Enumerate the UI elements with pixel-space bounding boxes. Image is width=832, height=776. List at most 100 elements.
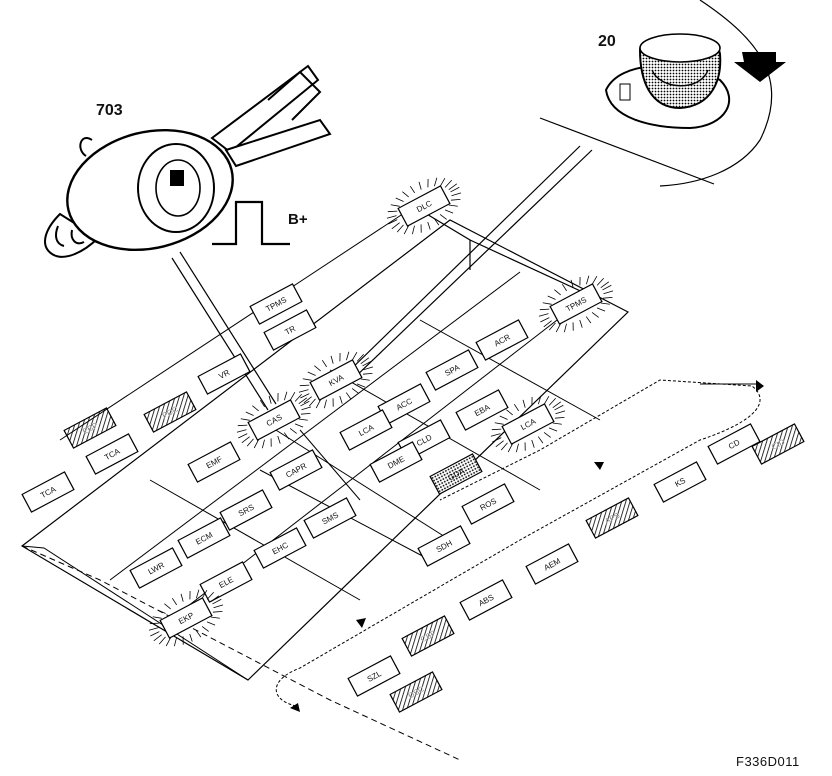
signal-ray	[245, 411, 254, 416]
signal-ray	[450, 186, 460, 193]
module-frame	[339, 409, 393, 451]
signal-ray	[524, 442, 526, 451]
signal-ray	[356, 383, 366, 388]
signal-ray	[270, 438, 272, 447]
signal-ray	[362, 360, 372, 367]
signal-ray	[294, 423, 304, 428]
signal-ray	[360, 378, 370, 381]
signal-ray	[308, 398, 316, 407]
signal-ray	[543, 320, 552, 328]
signal-ray	[284, 391, 288, 401]
signal-ray	[150, 631, 160, 637]
signal-ray	[351, 351, 358, 361]
module-frame	[417, 525, 471, 567]
module-box-tca: TCA	[85, 433, 139, 475]
module-box-tr: TR	[263, 309, 317, 351]
signal-ray	[552, 401, 562, 409]
module-box-emf: EMF	[187, 441, 241, 483]
signal-ray	[252, 405, 259, 412]
callout-703: 703	[96, 102, 123, 119]
signal-ray	[201, 626, 209, 632]
signal-ray	[206, 621, 216, 626]
signal-ray	[602, 284, 612, 291]
module-frame	[263, 309, 317, 351]
module-box-vr: VR	[197, 353, 251, 395]
signal-label: B+	[288, 211, 308, 228]
module-box-aem: AEM	[525, 543, 579, 585]
signal-ray	[402, 191, 409, 198]
module-label: KS	[673, 476, 687, 489]
module-box-dsc: DSC	[389, 671, 443, 713]
signal-ray	[201, 589, 208, 599]
signal-ray	[356, 353, 364, 362]
bus-dashed-path	[21, 545, 461, 761]
signal-ray	[277, 435, 281, 444]
module-box-afs: AFS	[585, 497, 639, 539]
signal-ray	[507, 443, 513, 453]
signal-ray	[585, 316, 592, 324]
module-frame	[707, 423, 761, 465]
module-frame	[21, 471, 75, 513]
signal-ray	[182, 636, 184, 645]
signal-ray	[600, 281, 610, 289]
signal-ray	[555, 410, 566, 415]
signal-ray	[596, 277, 604, 286]
signal-ray	[298, 418, 308, 421]
signal-ray	[554, 416, 565, 419]
module-frame	[397, 185, 451, 227]
signal-ray	[543, 395, 550, 405]
module-frame	[85, 433, 139, 475]
signal-ray	[339, 395, 343, 404]
signal-ray	[427, 221, 431, 230]
module-frame	[425, 349, 479, 391]
module-box-sms: SMS	[303, 497, 357, 539]
signal-ray	[515, 443, 519, 453]
module-box-dlc: DLC	[386, 177, 462, 235]
module-frame	[159, 597, 213, 639]
module-box-cd: CD	[707, 423, 761, 465]
bus-line	[419, 319, 601, 421]
signal-ray	[506, 409, 513, 416]
module-box-srs: SRS	[219, 489, 273, 531]
signal-ray	[540, 317, 550, 323]
signal-ray	[240, 418, 250, 421]
signal-ray	[246, 438, 254, 447]
module-box-pdc: PDC	[143, 391, 197, 433]
signal-ray	[300, 393, 310, 399]
module-frame	[369, 441, 423, 483]
signal-ray	[299, 384, 310, 387]
module-box-tpms: TPMS	[249, 283, 303, 325]
signal-ray	[261, 439, 265, 449]
signal-ray	[542, 302, 552, 305]
module-frame	[129, 547, 183, 589]
signal-ray	[395, 197, 404, 202]
module-box-tca: TCA	[21, 471, 75, 513]
module-frame	[309, 359, 363, 401]
signal-ray	[538, 395, 542, 405]
signal-ray	[351, 388, 359, 394]
signal-ray	[411, 225, 415, 235]
signal-ray	[548, 322, 556, 331]
signal-ray	[321, 359, 327, 368]
signal-ray	[152, 616, 162, 619]
signal-ray	[173, 637, 177, 647]
signal-ray	[300, 400, 310, 407]
module-frame	[143, 391, 197, 433]
module-box-ks: KS	[653, 461, 707, 503]
signal-ray	[386, 215, 397, 219]
signal-ray	[492, 437, 502, 443]
signal-ray	[165, 637, 171, 647]
module-frame	[525, 543, 579, 585]
signal-ray	[345, 392, 352, 400]
signal-ray	[157, 609, 166, 614]
signal-ray	[303, 396, 312, 404]
signal-ray	[579, 319, 583, 328]
signal-ray	[591, 275, 598, 285]
signal-ray	[427, 178, 429, 188]
signal-ray	[323, 399, 327, 409]
signal-ray	[537, 436, 544, 444]
signal-ray	[315, 399, 321, 409]
module-box-ecm: ECM	[177, 517, 231, 559]
module-box-spa: SPA	[425, 349, 479, 391]
